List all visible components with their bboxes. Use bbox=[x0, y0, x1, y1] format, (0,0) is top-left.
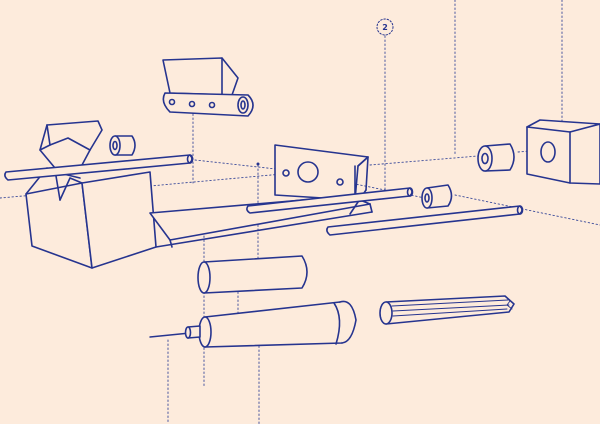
hinge-plate bbox=[163, 58, 253, 116]
drill-bit bbox=[380, 296, 514, 324]
cylinder-sleeve bbox=[198, 256, 307, 293]
small-spacer-right bbox=[422, 185, 452, 208]
guide-rod-front bbox=[327, 206, 523, 235]
base-block bbox=[26, 168, 372, 268]
end-spacer bbox=[478, 144, 514, 171]
small-spacer-left bbox=[110, 136, 135, 155]
callout-label: 2 bbox=[382, 23, 388, 32]
guide-rod-long bbox=[5, 155, 193, 180]
end-block bbox=[527, 120, 600, 184]
callout-marker: 2 bbox=[376, 18, 394, 36]
tube-body bbox=[199, 301, 356, 347]
guide-rod-mid bbox=[247, 188, 413, 213]
shaft-pin bbox=[150, 326, 200, 338]
